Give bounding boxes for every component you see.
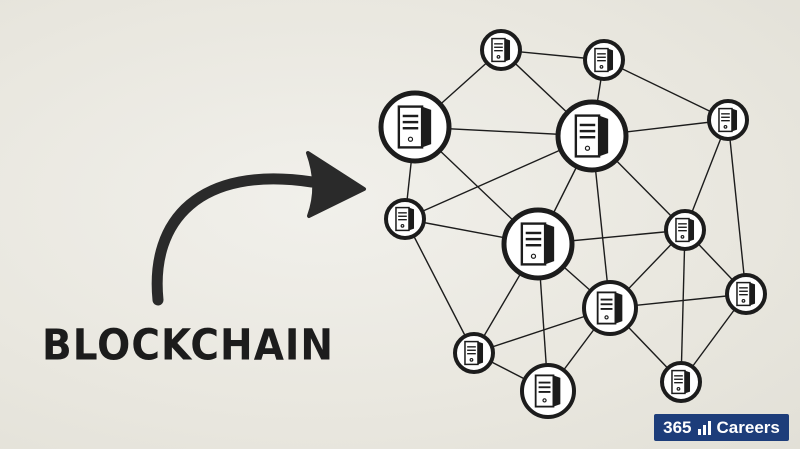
server-icon [464, 340, 484, 366]
arrow-head-icon [306, 151, 366, 218]
brand-name: Careers [716, 417, 780, 437]
brand-number: 365 [663, 417, 692, 437]
network-edge [404, 218, 475, 354]
server-node [583, 39, 625, 81]
network-edge [680, 229, 686, 383]
server-icon [594, 47, 614, 73]
server-node [384, 198, 426, 240]
server-icon [596, 291, 623, 325]
server-node [725, 273, 767, 315]
server-icon [574, 114, 609, 158]
curved-arrow-icon [151, 173, 318, 306]
server-node [453, 332, 495, 374]
server-node [664, 209, 706, 251]
server-node [707, 99, 749, 141]
network-edge [603, 59, 729, 121]
server-node [582, 280, 638, 336]
server-node [555, 99, 629, 173]
server-icon [736, 281, 756, 307]
server-icon [491, 37, 511, 63]
server-icon [534, 374, 561, 408]
server-icon [718, 107, 738, 133]
server-icon [675, 217, 695, 243]
server-node [520, 363, 576, 419]
server-icon [395, 206, 415, 232]
bar-chart-icon [697, 420, 711, 435]
server-icon [671, 369, 691, 395]
server-icon [397, 105, 432, 149]
server-node [501, 207, 575, 281]
server-node [660, 361, 702, 403]
brand-badge: 365 Careers [654, 414, 789, 441]
network-nodes [378, 29, 767, 419]
server-node [480, 29, 522, 71]
blockchain-title: BLOCKCHAIN [42, 321, 335, 371]
server-icon [520, 222, 555, 266]
network-edge [727, 119, 747, 295]
server-node [378, 90, 452, 164]
